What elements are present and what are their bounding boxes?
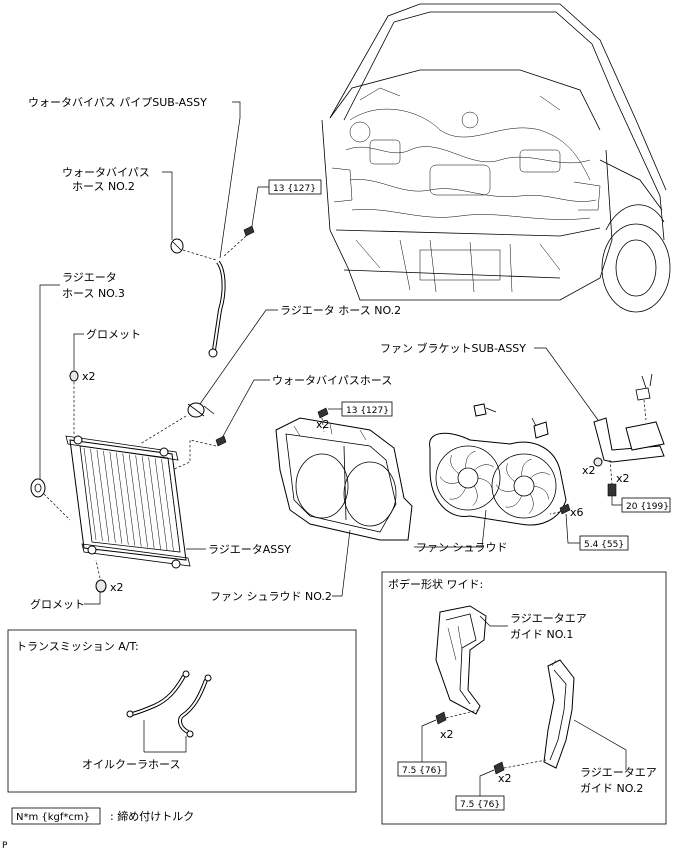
- legend-desc: : 締め付けトルク: [110, 809, 194, 823]
- grommet-top: [69, 370, 79, 382]
- label-radiator-hose-no3-l2: ホース NO.3: [62, 287, 125, 300]
- label-radiator-hose-no3-l1: ラジエータ: [62, 271, 117, 284]
- label-oil-cooler-hose: オイルクーラホース: [82, 758, 180, 771]
- bracket-bolt-right: [607, 483, 617, 497]
- fan-bracket: [593, 373, 665, 463]
- legend-unit: N*m {kgf*cm}: [16, 812, 90, 823]
- connectors: [473, 403, 549, 439]
- water-bypass-hose: [215, 435, 227, 447]
- radiator-air-guide-no2: [543, 659, 575, 769]
- label-radiator-air-guide-no1-l1: ラジエータエア: [510, 612, 587, 625]
- label-water-bypass-hose: ウォータバイパスホース: [272, 374, 392, 387]
- label-fan-shroud: ファン シュラウド: [416, 541, 508, 554]
- legend-box: [11, 807, 101, 825]
- page-mark: P: [2, 841, 8, 851]
- radiator-air-guide-no1: [435, 605, 487, 715]
- oil-cooler-hose: [126, 670, 212, 738]
- qty-guide1-bolt: x2: [440, 728, 454, 741]
- label-radiator-hose-no2: ラジエータ ホース NO.2: [280, 304, 401, 317]
- qty-grommet-top: x2: [82, 370, 96, 383]
- torque-5: 7.5 {76}: [402, 766, 442, 776]
- qty-fan-bolt: x6: [570, 506, 584, 519]
- qty-bracket-bolt-right: x2: [616, 472, 630, 485]
- guide1-bolt: [435, 711, 447, 725]
- radiator-hose-no2: [187, 402, 215, 418]
- shroud-bolt: [317, 407, 329, 419]
- label-fan-bracket: ファン ブラケットSUB-ASSY: [380, 341, 526, 355]
- torque-2: 13 {127}: [346, 406, 389, 416]
- torque-3: 20 {199}: [626, 502, 669, 512]
- label-grommet-bottom: グロメット: [30, 597, 85, 611]
- pipe-bolt: [243, 225, 255, 237]
- label-water-bypass-hose-no2-l2: ホース NO.2: [72, 180, 135, 193]
- label-radiator-air-guide-no2-l2: ガイド NO.2: [580, 782, 643, 795]
- bracket-bolt-left: [593, 457, 603, 467]
- torque-1: 13 {127}: [273, 184, 316, 194]
- radiator-assy: [65, 435, 191, 569]
- body-wide-box: [381, 571, 667, 825]
- fan-shroud: [429, 432, 567, 526]
- label-radiator-air-guide-no1-l2: ガイド NO.1: [510, 628, 573, 641]
- guide2-bolt: [493, 761, 505, 775]
- qty-grommet-bottom: x2: [110, 581, 124, 594]
- torque-6: 7.5 {76}: [460, 800, 500, 810]
- label-water-bypass-hose-no2-l1: ウォータバイパス: [62, 166, 150, 179]
- label-fan-shroud-no2: ファン シュラウド NO.2: [210, 590, 332, 603]
- vehicle-front-illustration: [321, 3, 671, 313]
- qty-guide2-bolt: x2: [498, 772, 512, 785]
- label-transmission: トランスミッション A/T:: [16, 640, 139, 653]
- label-water-bypass-pipe: ウォータバイパス パイプSUB-ASSY: [28, 96, 207, 109]
- water-bypass-pipe: [208, 260, 226, 358]
- water-bypass-hose-no2: [170, 238, 184, 254]
- qty-bracket-bolt-left: x2: [582, 464, 596, 477]
- transmission-box: [7, 629, 357, 793]
- fan-bolt: [559, 503, 571, 515]
- fan-shroud-no2: [275, 417, 413, 541]
- label-grommet-top: グロメット: [86, 327, 141, 341]
- label-radiator-air-guide-no2-l1: ラジエータエア: [580, 766, 657, 779]
- radiator-hose-no3: [30, 478, 46, 498]
- label-body-shape: ボデー形状 ワイド:: [388, 577, 483, 591]
- torque-4: 5.4 {55}: [584, 540, 624, 550]
- label-radiator-assy: ラジエータASSY: [208, 543, 291, 556]
- grommet-bottom: [95, 579, 107, 593]
